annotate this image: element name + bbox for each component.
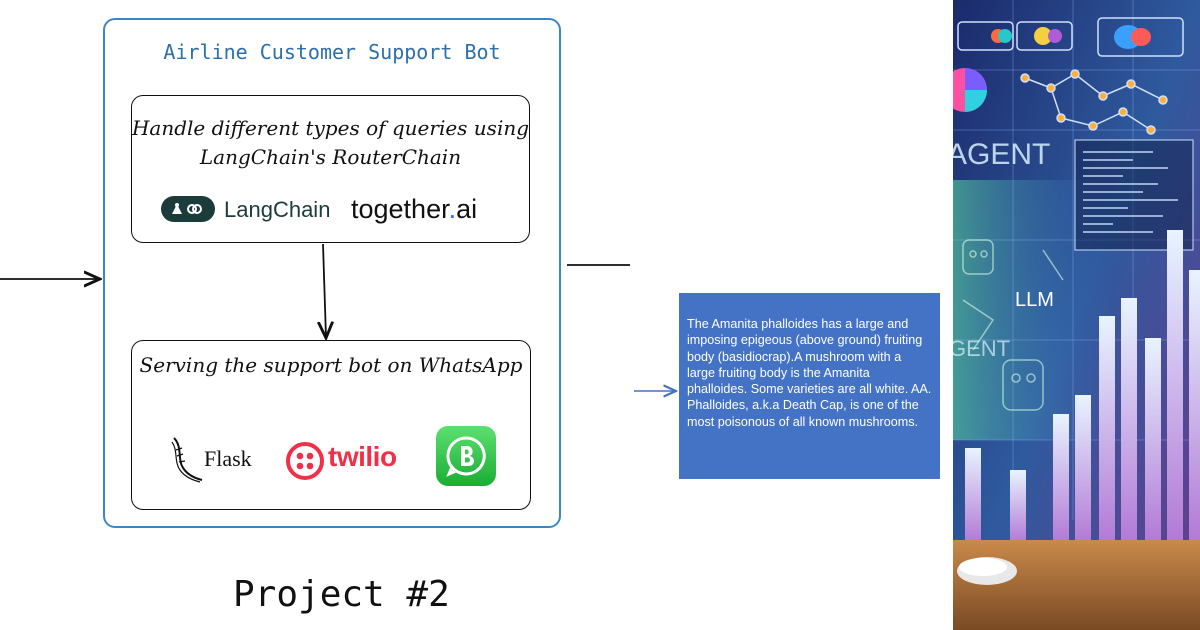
bar-chart <box>965 230 1200 542</box>
project-label: Project #2 <box>233 574 450 615</box>
twilio-label: twilio <box>328 441 397 472</box>
diagram-title: Airline Customer Support Bot <box>163 40 501 64</box>
note-box: The Amanita phalloides has a large and i… <box>679 293 940 479</box>
together-ai-label: together.ai <box>351 193 477 225</box>
router-card-text: Handle different types of queries using … <box>131 116 530 169</box>
connector-layer <box>0 243 953 630</box>
serving-card-text: Serving the support bot on WhatsApp <box>139 353 523 377</box>
twilio-logo-icon <box>286 442 324 480</box>
together-suffix: ai <box>456 194 478 224</box>
top-panel-2 <box>1016 21 1073 51</box>
langchain-label: LangChain <box>224 197 331 222</box>
pie-chart-icon <box>953 68 987 112</box>
network-graph <box>1020 69 1168 135</box>
langchain-logo-icon <box>161 196 215 222</box>
robot-sketch <box>962 239 1064 411</box>
top-panel-3 <box>1097 17 1184 57</box>
router-to-serving-arrow <box>323 243 326 338</box>
top-panel-1 <box>957 21 1014 51</box>
bot-frame <box>103 18 561 528</box>
computer-mouse-icon <box>957 557 1017 585</box>
flask-label: Flask <box>204 446 252 471</box>
together-dot: . <box>448 194 457 224</box>
agent-top-label: AGENT <box>953 138 1050 171</box>
agent-mid-label: GENT <box>953 336 1010 361</box>
ai-agent-illustration: AGENT LLM GENT <box>953 0 1200 630</box>
whatsapp-business-icon <box>436 426 496 486</box>
flask-logo-icon <box>168 436 204 484</box>
desk-surface <box>953 540 1200 630</box>
together-prefix: together <box>351 194 449 224</box>
llm-label: LLM <box>1015 289 1054 311</box>
